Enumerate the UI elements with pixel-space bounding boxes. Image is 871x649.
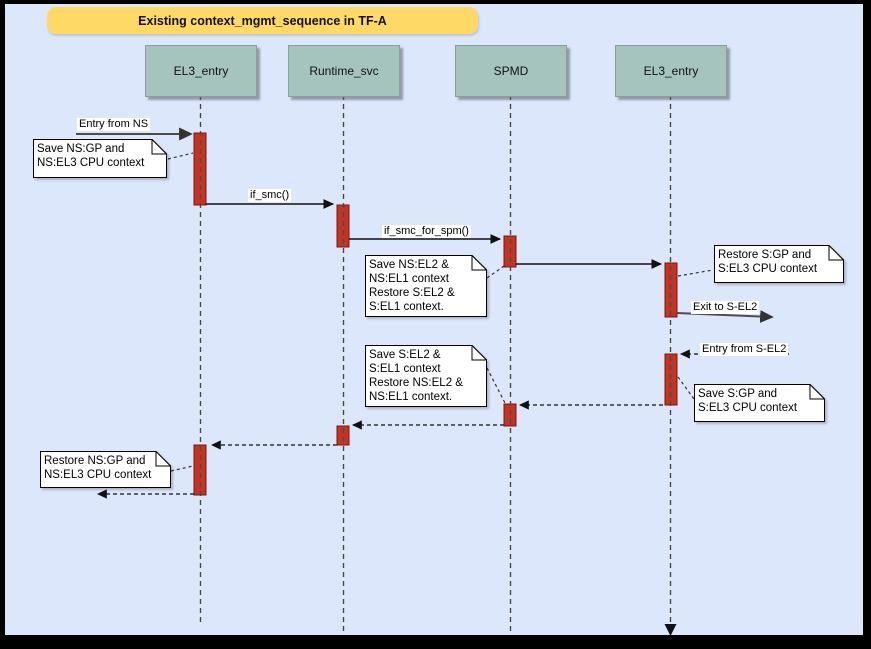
note-connector-5 — [486, 367, 506, 404]
activation-bar-el3-1b — [193, 444, 207, 496]
note-save-s-el2: Save S:EL2 & S:EL1 context Restore NS:EL… — [365, 345, 487, 407]
note-text: Restore S:GP and S:EL3 CPU context — [718, 249, 818, 275]
note-connector-1 — [167, 152, 194, 160]
message-label-entry-from-ns: Entry from NS — [77, 118, 151, 131]
actor-el3-entry-2: EL3_entry — [615, 45, 727, 97]
actor-spmd: SPMD — [455, 45, 567, 97]
message-label-exit-to-s-el2: Exit to S-EL2 — [691, 301, 760, 314]
note-connector-4 — [677, 376, 695, 400]
actor-label: EL3_entry — [643, 64, 699, 78]
actor-label: Runtime_svc — [309, 64, 379, 78]
note-restore-s-gp: Restore S:GP and S:EL3 CPU context — [714, 245, 844, 283]
note-text: Save NS:GP and NS:EL3 CPU context — [37, 143, 145, 169]
activation-bar-runtime-2 — [336, 425, 350, 446]
diagram-page — [5, 4, 863, 635]
actor-label: SPMD — [493, 64, 529, 78]
message-label-if-smc: if_smc() — [248, 189, 292, 202]
message-label-if-smc-for-spm: if_smc_for_spm() — [382, 225, 471, 238]
note-save-ns-el2: Save NS:EL2 & NS:EL1 context Restore S:E… — [365, 255, 487, 317]
actor-label: EL3_entry — [173, 64, 229, 78]
activation-bar-el3b-2 — [664, 353, 678, 406]
note-text: Save S:EL2 & S:EL1 context Restore NS:EL… — [369, 349, 463, 403]
note-text: Restore NS:GP and NS:EL3 CPU context — [44, 455, 152, 481]
note-shape — [33, 139, 167, 178]
lifeline-end-arrow — [664, 624, 677, 636]
actor-runtime-svc: Runtime_svc — [288, 45, 400, 97]
message-label-entry-from-s-el2: Entry from S-EL2 — [700, 343, 789, 356]
note-shape — [365, 345, 487, 407]
note-shape — [365, 255, 487, 317]
activation-bar-el3b-1 — [664, 262, 678, 318]
note-connector-2 — [486, 265, 505, 279]
note-connector-6 — [170, 465, 194, 472]
actor-el3-entry-1: EL3_entry — [145, 45, 257, 97]
note-shape — [40, 451, 171, 488]
note-shape — [694, 384, 825, 422]
note-connector-3 — [677, 269, 714, 277]
title-banner: Existing context_mgmt_sequence in TF-A — [47, 7, 478, 34]
note-text: Save NS:EL2 & NS:EL1 context Restore S:E… — [369, 259, 455, 313]
note-save-ns-gp: Save NS:GP and NS:EL3 CPU context — [33, 139, 167, 178]
diagram-title: Existing context_mgmt_sequence in TF-A — [138, 13, 387, 28]
note-save-s-gp: Save S:GP and S:EL3 CPU context — [694, 384, 825, 422]
note-text: Save S:GP and S:EL3 CPU context — [698, 388, 798, 414]
note-restore-ns-gp: Restore NS:GP and NS:EL3 CPU context — [40, 451, 171, 488]
note-shape — [714, 245, 844, 283]
